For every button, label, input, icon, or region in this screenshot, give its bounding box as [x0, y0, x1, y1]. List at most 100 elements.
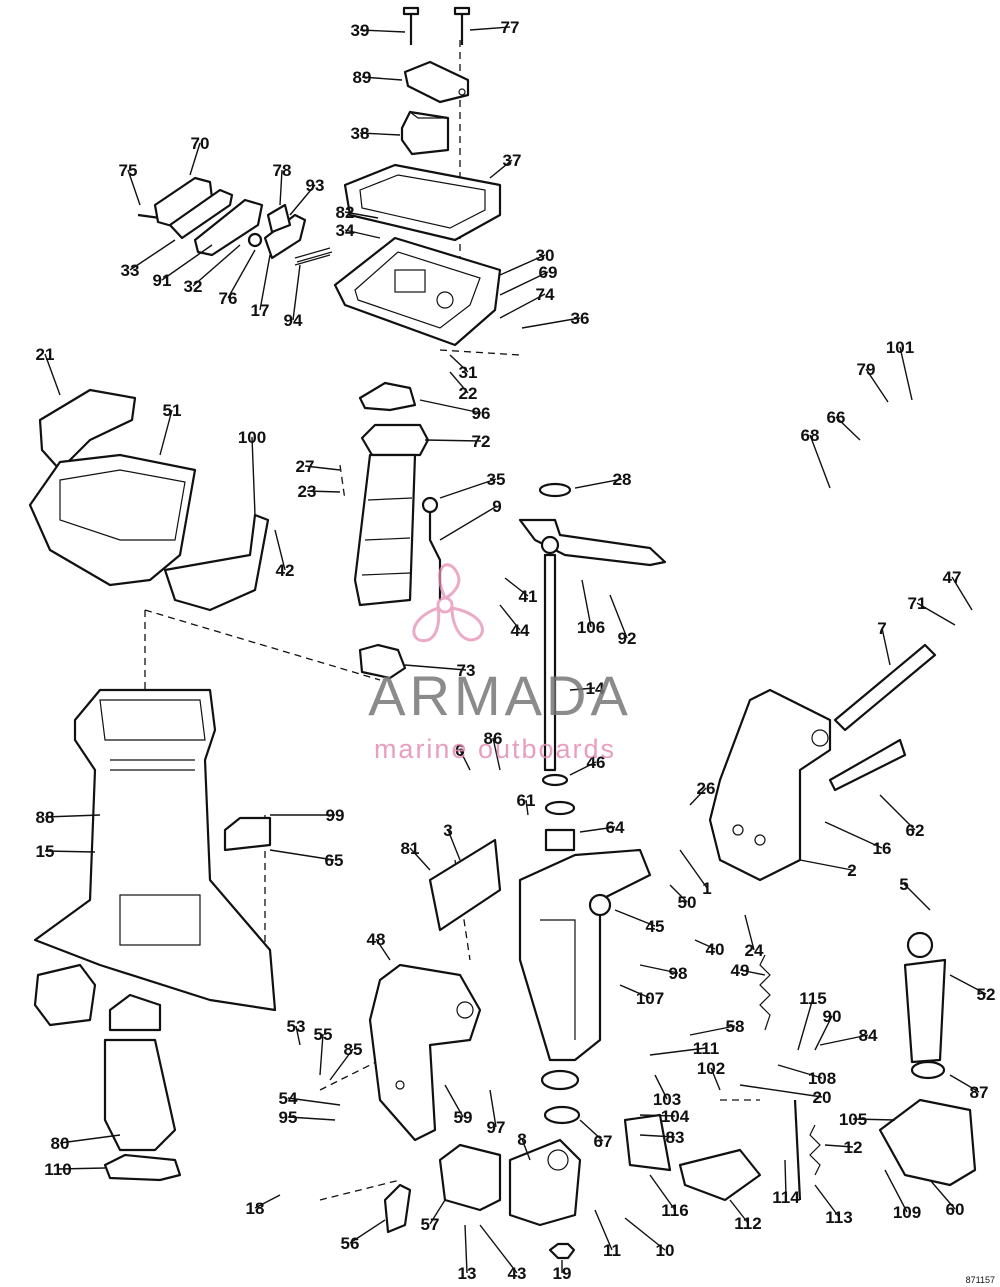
callout-label: 89 — [353, 68, 372, 87]
lower-cowl-21 — [28, 453, 197, 587]
callout-label: 114 — [772, 1188, 800, 1207]
leader-line — [581, 579, 592, 628]
callout-label: 60 — [946, 1200, 965, 1219]
leader-line — [295, 1025, 301, 1046]
callout-label: 18 — [246, 1199, 265, 1218]
callout-label: 111 — [693, 1039, 720, 1058]
cover-99 — [223, 816, 272, 852]
callout-label: 57 — [421, 1215, 440, 1234]
callout-label: 61 — [517, 791, 536, 810]
leader-line — [459, 749, 471, 771]
leader-line — [777, 1064, 823, 1079]
seal-80 — [103, 1153, 182, 1182]
callout-label: 98 — [669, 964, 688, 983]
callout-label: 15 — [36, 842, 55, 861]
callout-label: 45 — [646, 917, 665, 936]
lever-104 — [623, 1113, 672, 1172]
watermark-brand: ARMADA — [368, 664, 632, 727]
callout-label: 84 — [859, 1026, 878, 1045]
leader-line — [464, 1224, 468, 1274]
callout-label: 35 — [487, 470, 506, 489]
drawing-reference: 871157 — [966, 1275, 995, 1285]
cowl-half-51 — [163, 513, 270, 612]
leader-line — [499, 254, 546, 276]
callout-label: 62 — [906, 821, 925, 840]
callout-label: 77 — [501, 18, 520, 37]
callout-label: 101 — [886, 338, 914, 357]
top-fasteners — [402, 6, 471, 45]
switch-18 — [438, 1143, 502, 1212]
stern-bracket-64 — [708, 688, 832, 882]
leader-line — [189, 142, 201, 176]
leader-line — [521, 317, 581, 329]
callout-label: 43 — [508, 1264, 527, 1283]
leader-line — [744, 914, 755, 951]
leader-line — [521, 1138, 531, 1161]
callout-label: 110 — [44, 1160, 71, 1179]
leader-line — [449, 371, 469, 394]
callout-label: 76 — [219, 289, 238, 308]
leader-line — [916, 602, 956, 626]
leader-line — [129, 239, 176, 271]
callout-label: 41 — [519, 587, 538, 606]
exhaust-tube-67 — [103, 993, 177, 1152]
leader-line — [292, 264, 301, 321]
callout-label: 17 — [251, 301, 270, 320]
callout-label: 48 — [367, 930, 386, 949]
steering-arm — [518, 518, 667, 772]
callout-label: 28 — [613, 470, 632, 489]
callout-label: 102 — [697, 1059, 725, 1078]
leader-line — [127, 169, 141, 206]
swivel-bracket-1 — [518, 848, 652, 1062]
bearing-8 — [543, 1105, 581, 1125]
callout-label: 99 — [326, 806, 345, 825]
leader-line — [739, 1084, 823, 1098]
leader-line — [439, 478, 497, 499]
leader-line — [359, 29, 406, 33]
leader-line — [227, 249, 256, 299]
leader-line — [569, 761, 597, 776]
leader-line — [489, 1089, 497, 1128]
callout-label: 19 — [553, 1264, 572, 1283]
leader-line — [479, 1224, 518, 1274]
nut-13 — [548, 1242, 576, 1260]
callout-label: 52 — [977, 985, 996, 1004]
callout-label: 103 — [653, 1090, 681, 1109]
leader-line — [469, 26, 511, 31]
callout-label: 8 — [517, 1130, 526, 1149]
leader-line — [429, 1199, 446, 1225]
leader-line — [579, 1119, 604, 1142]
callout-label: 7 — [877, 619, 886, 638]
leader-line — [614, 909, 656, 927]
callout-label: 22 — [459, 384, 478, 403]
leader-line — [259, 254, 271, 311]
leader-line — [579, 826, 616, 833]
callout-label: 116 — [661, 1201, 688, 1220]
spring-95 — [809, 1124, 821, 1176]
callout-label: 105 — [839, 1110, 867, 1129]
callout-label: 50 — [678, 893, 697, 912]
leader-line — [865, 368, 889, 403]
callout-label: 33 — [121, 261, 140, 280]
leader-line — [59, 1134, 121, 1144]
callout-label: 71 — [908, 594, 927, 613]
callout-label: 87 — [970, 1083, 989, 1102]
leader-line — [852, 1118, 896, 1121]
callout-label: 66 — [827, 408, 846, 427]
callout-label: 24 — [745, 941, 764, 960]
callout-label: 92 — [618, 629, 637, 648]
callout-label: 30 — [536, 246, 555, 265]
callout-label: 73 — [457, 661, 476, 680]
leader-line — [649, 1047, 707, 1056]
tube-27 — [421, 496, 442, 600]
callout-label: 104 — [661, 1107, 690, 1126]
callout-label: 56 — [341, 1234, 360, 1253]
leader-line — [57, 1167, 106, 1170]
callout-label: 79 — [857, 360, 876, 379]
callout-label: 2 — [847, 861, 856, 880]
leader-line — [951, 576, 973, 611]
callout-label: 95 — [279, 1108, 298, 1127]
callout-label: 55 — [314, 1025, 333, 1044]
